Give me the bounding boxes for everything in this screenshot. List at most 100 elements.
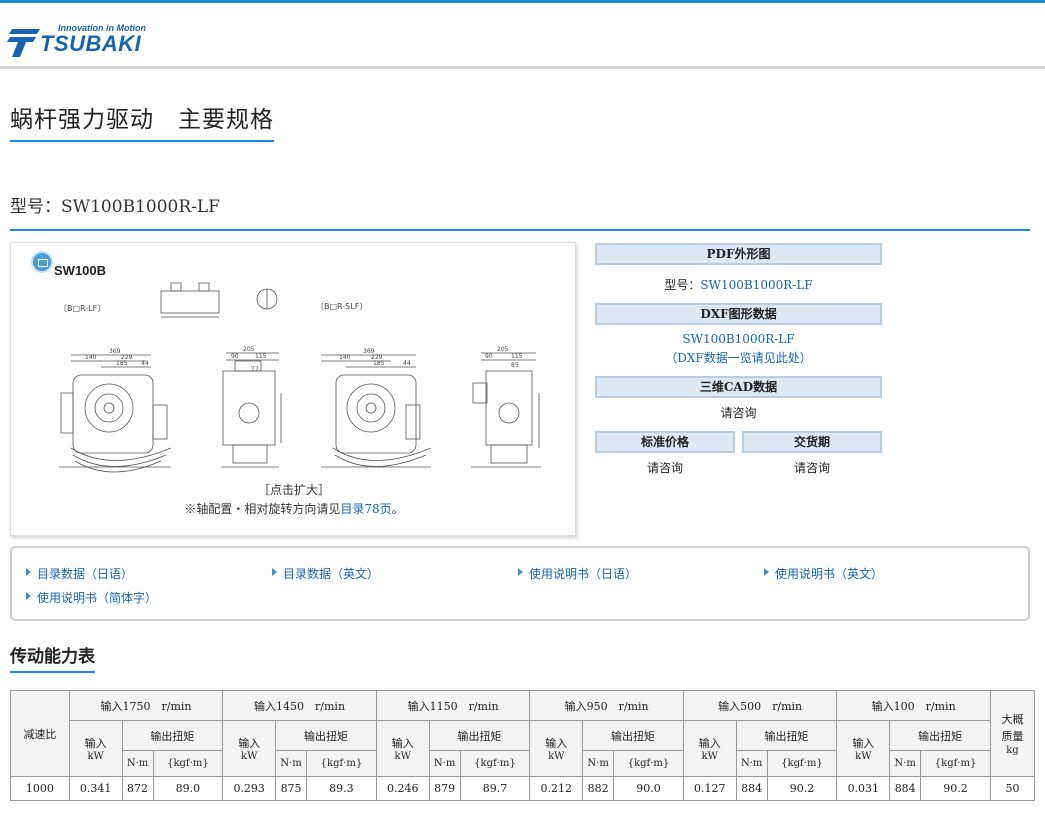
torque-kgfm-cell: 89.3 — [306, 776, 377, 801]
torque-header: 输出扭矩 — [582, 720, 684, 751]
standard-price-value: 请咨询 — [646, 461, 683, 475]
ratio-cell: 1000 — [10, 776, 70, 801]
input-unit: kW — [394, 751, 411, 762]
torque-header: 输出扭矩 — [889, 720, 991, 751]
site-header: Innovation in Motion TSUBAKI — [0, 3, 1045, 69]
left-gearbox-side — [221, 360, 282, 468]
torque-header: 输出扭矩 — [428, 720, 531, 751]
torque-header: 输出扭矩 — [275, 720, 377, 751]
dim-left-185: 185 — [116, 360, 128, 367]
dxf-list-link[interactable]: （DXF数据一览请见此处） — [665, 351, 812, 365]
kgfm-unit-header: {kgf·m} — [920, 750, 991, 777]
model-number-line: 型号：SW100B1000R-LF — [10, 192, 1030, 231]
catalog-japanese-link[interactable]: 目录数据（日语） — [26, 565, 133, 582]
torque-header: 输出扭矩 — [121, 720, 224, 751]
manual-chinese-link[interactable]: 使用说明书（简体字） — [26, 589, 157, 606]
speed-header-1450: 输入1450 r/min — [222, 690, 377, 721]
axis-config-note: ※轴配置・相对旋转方向请见目录78页。 — [11, 500, 577, 517]
label-right: 〔B□R-SLF〕 — [316, 302, 367, 311]
kgfm-unit-header: {kgf·m} — [766, 750, 838, 777]
dim-right-205: 205 — [497, 346, 509, 353]
left-gearbox-front — [59, 374, 172, 473]
input-unit: kW — [87, 751, 104, 762]
torque-nm-cell: 882 — [582, 776, 615, 801]
dim-left-44: 44 — [141, 360, 149, 367]
torque-kgfm-cell: 89.7 — [459, 776, 531, 801]
kgfm-unit-header: {kgf·m} — [613, 750, 684, 777]
weight-header-label: 大概质量 — [1001, 713, 1024, 743]
cad-data-header: 三维CAD数据 — [595, 376, 882, 398]
click-to-zoom-link[interactable]: ［点击扩大］ — [257, 483, 330, 497]
manual-japanese-link[interactable]: 使用说明书（日语） — [518, 565, 637, 582]
dim-left-229: 229 — [121, 354, 133, 361]
input-label: 输入 — [698, 737, 721, 750]
input-label: 输入 — [852, 737, 875, 750]
input-kw-cell: 0.293 — [222, 776, 277, 801]
dimension-drawing-panel[interactable]: 〔B□R-LF〕 〔B□R-SLF〕 369 140 229 185 44 20… — [10, 242, 576, 536]
left-dimension-lines — [71, 352, 279, 368]
input-kw-cell: 0.246 — [375, 776, 430, 801]
dxf-model-link[interactable]: SW100B1000R-LF — [682, 332, 795, 346]
nm-unit-header: N·m — [582, 750, 615, 777]
logo-wordmark: TSUBAKI — [40, 31, 142, 56]
axis-note-suffix: 。 — [391, 502, 404, 516]
input-kw-cell: 0.341 — [68, 776, 123, 801]
kgfm-unit-header: {kgf·m} — [459, 750, 531, 777]
dim-left-369: 369 — [109, 348, 121, 355]
pdf-model-prefix: 型号： — [664, 278, 701, 292]
dim-left-205: 205 — [243, 346, 255, 353]
input-kw-cell: 0.031 — [836, 776, 891, 801]
pdf-model-link[interactable]: SW100B1000R-LF — [700, 278, 813, 292]
nm-unit-header: N·m — [889, 750, 922, 777]
dim-right-85: 85 — [511, 362, 519, 369]
dim-right-185: 185 — [373, 360, 385, 367]
torque-nm-cell: 884 — [889, 776, 922, 801]
nm-unit-header: N·m — [428, 750, 461, 777]
input-kw-cell: 0.127 — [682, 776, 737, 801]
tsubaki-logo[interactable]: Innovation in Motion TSUBAKI — [6, 23, 156, 59]
input-label: 输入 — [391, 737, 414, 750]
delivery-value: 请咨询 — [793, 461, 830, 475]
right-dimension-lines — [321, 352, 536, 368]
catalog-english-link[interactable]: 目录数据（英文） — [272, 565, 379, 582]
delivery-header: 交货期 — [742, 431, 882, 453]
torque-nm-cell: 875 — [275, 776, 308, 801]
dxf-model-line: SW100B1000R-LF — [595, 332, 882, 346]
kgfm-unit-header: {kgf·m} — [306, 750, 377, 777]
right-gearbox-front — [321, 374, 432, 468]
input-unit: kW — [241, 751, 258, 762]
input-unit: kW — [701, 751, 718, 762]
input-label: 输入 — [84, 737, 107, 750]
standard-price-header: 标准价格 — [595, 431, 735, 453]
label-left: 〔B□R-LF〕 — [59, 304, 105, 313]
logo-tagline: Innovation in Motion — [58, 23, 146, 33]
nm-unit-header: N·m — [735, 750, 768, 777]
speed-header-500: 输入500 r/min — [682, 690, 838, 721]
catalog-page-link[interactable]: 目录78页 — [340, 502, 392, 516]
input-kw-cell: 0.212 — [529, 776, 584, 801]
top-accent-line — [0, 0, 1045, 3]
dimension-drawing[interactable]: 〔B□R-LF〕 〔B□R-SLF〕 369 140 229 185 44 20… — [11, 243, 577, 537]
dim-left-90: 90 — [231, 353, 239, 360]
table-row: 1000 0.341 872 89.0 0.293 875 89.3 0.246… — [10, 776, 1036, 801]
input-unit: kW — [855, 751, 872, 762]
page-title: 蜗杆强力驱动 主要规格 — [10, 100, 274, 142]
manual-english-link[interactable]: 使用说明书（英文） — [764, 565, 883, 582]
capacity-table: 减速比 输入1750 r/min 输入1450 r/min 输入1150 r/m… — [10, 690, 1036, 801]
ratio-header: 减速比 — [10, 690, 70, 777]
speed-header-1750: 输入1750 r/min — [68, 690, 224, 721]
pdf-drawing-header: PDF外形图 — [595, 243, 882, 265]
input-unit: kW — [548, 751, 565, 762]
dim-right-90: 90 — [485, 353, 493, 360]
torque-nm-cell: 872 — [121, 776, 154, 801]
torque-nm-cell: 879 — [428, 776, 461, 801]
dim-left-77: 77 — [251, 366, 259, 373]
weight-header-unit: kg — [1006, 745, 1019, 756]
axis-note-prefix: ※轴配置・相对旋转方向请见 — [184, 502, 341, 516]
dim-right-140: 140 — [339, 354, 351, 361]
zoom-icon[interactable] — [31, 251, 53, 273]
